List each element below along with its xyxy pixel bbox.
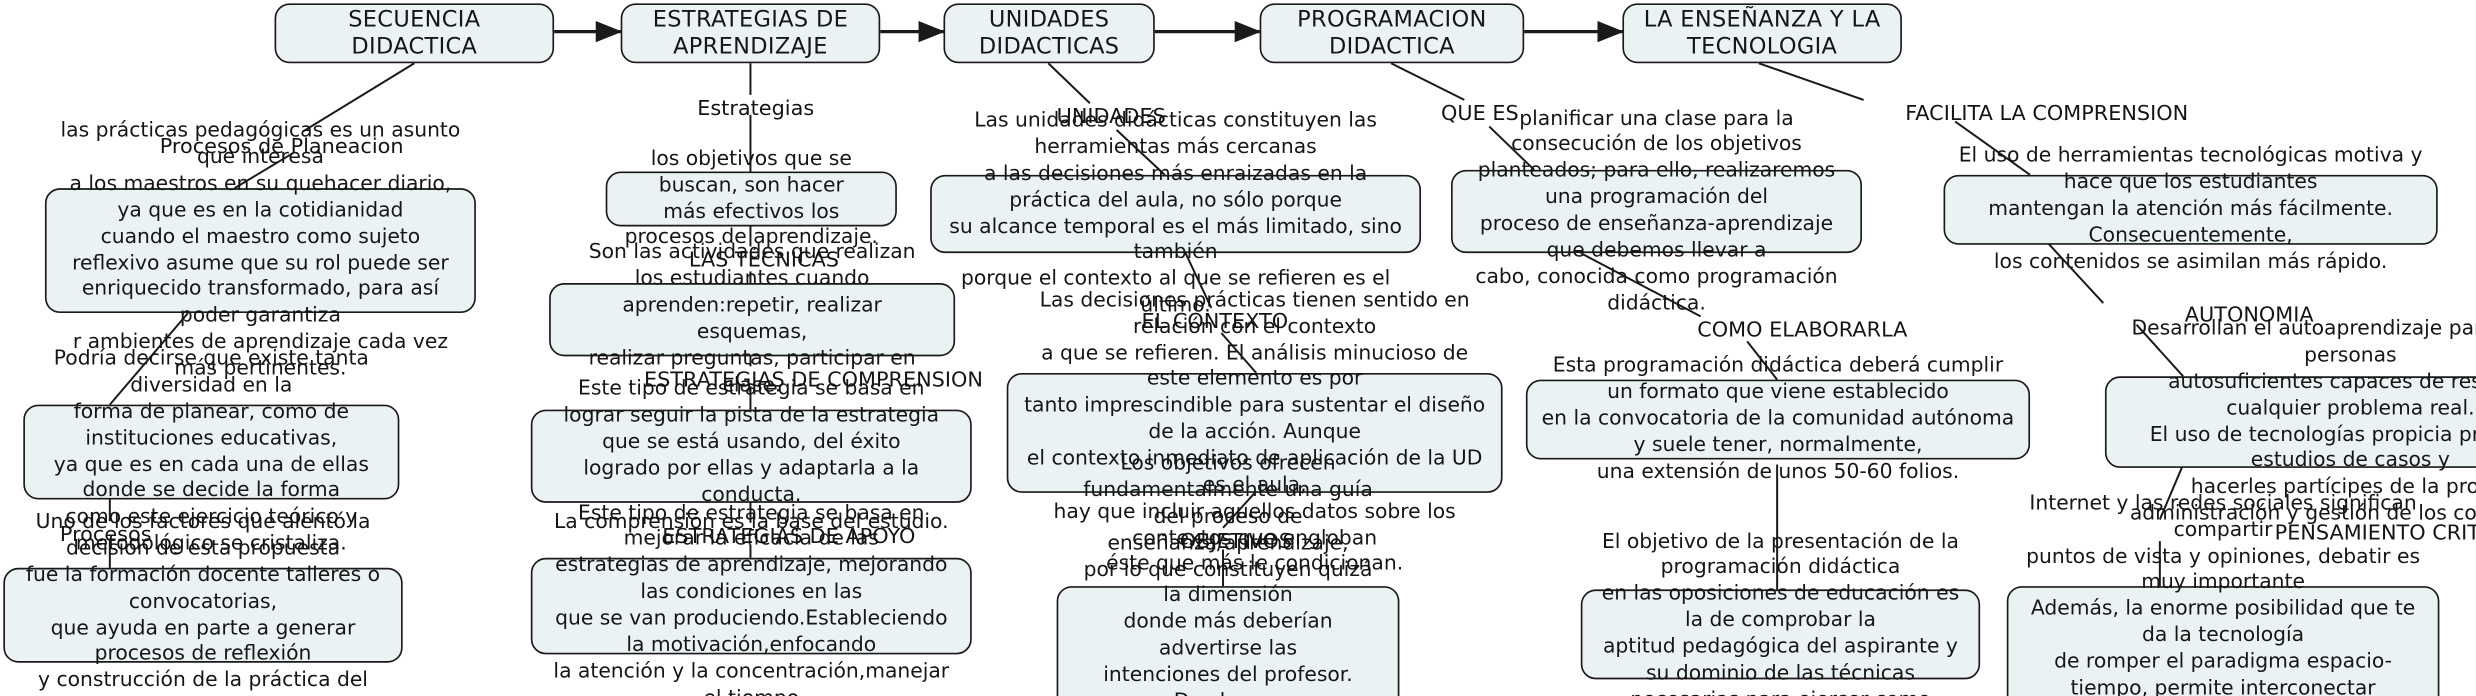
node-text: Desarrollan el autoaprendizaje para form… xyxy=(2129,316,2476,525)
node-diversidad-planear[interactable]: Podría decirse que existe tanta diversid… xyxy=(23,346,400,555)
edge-programacion-lbl xyxy=(1390,62,1465,101)
node-practicas-pedagogicas[interactable]: las prácticas pedagógicas es un asunto q… xyxy=(44,119,476,380)
node-actividades-estudiantes[interactable]: Son las actividades que realizan los est… xyxy=(549,240,956,396)
edge-label-estrategias: Estrategias xyxy=(697,95,814,120)
edge-label-text: OBJETIVOS xyxy=(1179,527,1292,553)
node-text: Esta programación didáctica deberá cumpl… xyxy=(1541,353,2015,483)
node-ensenanza-tecnologia[interactable]: LA ENSEÑANZA Y LA TECNOLOGIA xyxy=(1622,3,1902,64)
node-autoaprendizaje[interactable]: Desarrollan el autoaprendizaje para form… xyxy=(2104,316,2476,525)
node-estrategia-comprension[interactable]: Este tipo de estrategia se basa en logra… xyxy=(530,377,972,532)
edge-label-text: COMO ELABORARLA xyxy=(1697,316,1908,342)
edge-label-text: Procesos de Planeacion xyxy=(159,133,404,159)
edge-label-text: PENSAMIENTO CRITICO xyxy=(2274,519,2476,545)
node-unidades-didacticas[interactable]: UNIDADES DIDACTICAS xyxy=(943,3,1155,64)
node-objetivos-guia[interactable]: Los objetivos ofrecen fundamentalmente u… xyxy=(1056,451,1400,696)
node-label: ESTRATEGIAS DE APRENDIZAJE xyxy=(652,6,849,60)
node-text: Este tipo de estrategia se basa en mejor… xyxy=(553,500,950,696)
node-label: UNIDADES DIDACTICAS xyxy=(978,6,1120,60)
edge-label-procesos: Procesos xyxy=(60,521,152,546)
edge-label-el-contexto: EL CONTEXTO xyxy=(1141,308,1288,333)
edge-label-autonomia: AUTONOMIA xyxy=(2185,301,2314,326)
node-herramientas-tecnologicas[interactable]: El uso de herramientas tecnológicas moti… xyxy=(1943,144,2438,273)
node-text: Uno de los factores que alentó la decisi… xyxy=(25,509,381,696)
node-estrategias-aprendizaje[interactable]: ESTRATEGIAS DE APRENDIZAJE xyxy=(620,3,881,64)
edge-label-text: Procesos xyxy=(59,521,152,547)
edge-label-procesos-de-planeacion: Procesos de Planeacion xyxy=(160,133,404,158)
node-objetivo-oposiciones[interactable]: El objetivo de la presentación de la pro… xyxy=(1580,529,1981,696)
edge-label-las-tecnicas: LAS TÉCNICAS xyxy=(689,246,839,271)
edge-label-unidades: UNIDADES xyxy=(1057,103,1166,128)
node-secuencia-didactica[interactable]: SECUENCIA DIDACTICA xyxy=(274,3,555,64)
node-label: SECUENCIA DIDACTICA xyxy=(348,6,481,60)
edge-label-pensamiento-critico: PENSAMIENTO CRITICO xyxy=(2275,520,2476,545)
edge-label-como-elaborarla: COMO ELABORARLA xyxy=(1697,316,1907,341)
edge-unidades-lbl xyxy=(1047,62,1091,104)
node-text: Este tipo de estrategia se basa en logra… xyxy=(554,377,949,533)
edge-label-objetivos: OBJETIVOS xyxy=(1180,528,1292,553)
node-text: Son las actividades que realizan los est… xyxy=(588,240,916,396)
edge-label-facilita-comprension: FACILITA LA COMPRENSION xyxy=(1905,100,2188,125)
node-decisiones-contexto[interactable]: Las decisiones prácticas tienen sentido … xyxy=(1006,288,1503,575)
edge-label-text: ESTRATEGIAS DE APOYO xyxy=(662,522,916,548)
node-text: planificar una clase para la consecución… xyxy=(1475,105,1838,314)
node-label: LA ENSEÑANZA Y LA TECNOLOGIA xyxy=(1643,6,1881,60)
edge-ensenanza-lbl xyxy=(1758,62,1864,101)
edge-label-text: Estrategias xyxy=(697,94,815,120)
node-text: El uso de herramientas tecnológicas moti… xyxy=(1958,143,2423,273)
edge-label-text: ESTRATEGIAS DE COMPRENSION xyxy=(643,366,983,392)
edge-label-text: QUE ES xyxy=(1441,99,1519,125)
edge-label-text: AUTONOMIA xyxy=(2184,301,2314,327)
edge-label-estrategias-apoyo: ESTRATEGIAS DE APOYO xyxy=(662,523,915,548)
node-formato-programacion[interactable]: Esta programación didáctica deberá cumpl… xyxy=(1525,354,2031,483)
node-factores-formacion-docente[interactable]: Uno de los factores que alentó la decisi… xyxy=(3,510,403,696)
edge-label-text: LAS TÉCNICAS xyxy=(688,246,840,272)
node-estrategia-apoyo[interactable]: Este tipo de estrategia se basa en mejor… xyxy=(530,500,972,696)
edge-label-text: EL CONTEXTO xyxy=(1141,308,1289,334)
node-text: Los objetivos ofrecen fundamentalmente u… xyxy=(1083,451,1373,696)
node-planificar-clase[interactable]: planificar una clase para la consecución… xyxy=(1450,106,1862,314)
node-programacion-didactica[interactable]: PROGRAMACION DIDACTICA xyxy=(1259,3,1525,64)
node-label: PROGRAMACION DIDACTICA xyxy=(1297,6,1487,60)
node-text: Internet y las redes sociales significan… xyxy=(2026,490,2421,696)
node-text: Las decisiones prácticas tienen sentido … xyxy=(1024,287,1486,576)
edge-label-que-es: QUE ES xyxy=(1441,100,1519,125)
node-internet-redes-sociales[interactable]: Internet y las redes sociales significan… xyxy=(2006,491,2440,696)
edge-label-estrategias-comprension: ESTRATEGIAS DE COMPRENSION xyxy=(644,366,983,391)
node-objetivos-procesos-aprendizaje[interactable]: los objetivos que se buscan, son hacer m… xyxy=(605,146,897,249)
node-text: los objetivos que se buscan, son hacer m… xyxy=(624,146,878,249)
node-text: El objetivo de la presentación de la pro… xyxy=(1601,528,1960,696)
edge-label-text: UNIDADES xyxy=(1056,103,1166,129)
node-unidades-herramientas[interactable]: Las unidades didácticas constituyen las … xyxy=(930,108,1422,316)
edge-label-text: FACILITA LA COMPRENSION xyxy=(1905,99,2189,125)
